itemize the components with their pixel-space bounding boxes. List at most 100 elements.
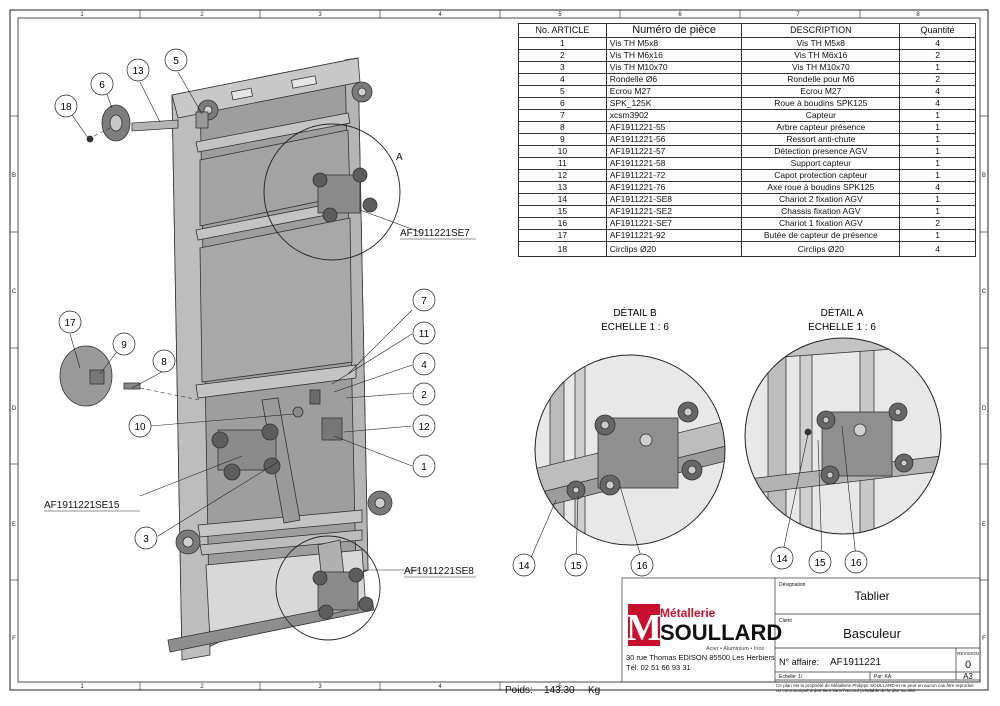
- col-label-bottom: 1: [80, 684, 84, 690]
- bom-cell-part-number: AF1911221-92: [605, 229, 743, 242]
- client-value: Basculeur: [843, 626, 901, 641]
- bom-cell-part-number: SPK_125K: [605, 97, 743, 110]
- item-balloons: 18 6 13 5 17 9 8 7 11 4 2 12 1 10 3: [54, 48, 436, 550]
- balloon-3: 3: [143, 534, 149, 545]
- detail-a-letter: A: [396, 152, 403, 163]
- bom-cell-description: Arbre capteur présence: [741, 121, 901, 134]
- client-label: Client: [779, 618, 792, 624]
- bom-cell-part-number: AF1911221-72: [605, 169, 743, 182]
- bom-cell-quantity: 1: [899, 157, 976, 170]
- cross-beam: [197, 509, 363, 538]
- cross-beam: [195, 112, 351, 153]
- balloon-4: 4: [421, 360, 427, 371]
- detail-a-scale: ECHELLE 1 : 6: [808, 322, 876, 333]
- bom-cell-description: Ressort anti-chute: [741, 133, 901, 146]
- echelle-value: Echelle: 1/: [779, 674, 803, 680]
- bom-cell-quantity: 2: [899, 217, 976, 230]
- balloon-detail-b-16: 16: [636, 561, 648, 572]
- bom-cell-description: Chariot 2 fixation AGV: [741, 193, 901, 206]
- detail-b-marker: [275, 535, 381, 641]
- bom-header-row: No. ARTICLE Numéro de pièce DESCRIPTION …: [518, 23, 976, 38]
- bom-cell-description: Vis TH M5x8: [741, 37, 901, 50]
- bom-cell-part-number: Rondelle Ø6: [605, 73, 743, 86]
- bom-cell-article: 4: [518, 73, 607, 86]
- ownership-notice: Ce plan est la propriété de Métallerie P…: [776, 683, 974, 693]
- flange-wheel: [175, 529, 201, 555]
- bom-cell-part-number: AF1911221-SE8: [605, 193, 743, 206]
- bom-cell-description: Circlips Ø20: [741, 241, 901, 257]
- balloon-11: 11: [419, 329, 430, 340]
- title-block: [621, 577, 981, 683]
- detail-b-view: DÉTAIL B ECHELLE 1 : 6: [534, 306, 726, 546]
- bom-cell-part-number: AF1911221-76: [605, 181, 743, 194]
- bom-cell-quantity: 4: [899, 97, 976, 110]
- bom-cell-part-number: Vis TH M5x8: [605, 37, 743, 50]
- balloon-5: 5: [173, 56, 179, 67]
- bom-cell-quantity: 1: [899, 109, 976, 122]
- outer-border: [9, 9, 989, 691]
- bom-cell-description: Capteur: [741, 109, 901, 122]
- bom-cell-quantity: 4: [899, 181, 976, 194]
- bom-cell-quantity: 1: [899, 133, 976, 146]
- balloon-detail-a-15: 15: [814, 558, 826, 569]
- weight-value: 143.30: [544, 685, 575, 696]
- bom-cell-quantity: 1: [899, 145, 976, 158]
- row-label: C: [982, 289, 987, 295]
- col-label-top: 8: [916, 12, 920, 18]
- exploded-axle-13: [131, 119, 179, 132]
- bom-cell-article: 12: [518, 169, 607, 182]
- balloon-detail-b-15: 15: [570, 561, 582, 572]
- bom-cell-article: 8: [518, 121, 607, 134]
- row-label: F: [12, 636, 16, 642]
- bom-cell-quantity: 2: [899, 73, 976, 86]
- bill-of-materials: No. ARTICLE Numéro de pièce DESCRIPTION …: [518, 23, 976, 257]
- col-label-bottom: 3: [318, 684, 322, 690]
- detail-a-view: DÉTAIL A ECHELLE 1 : 6: [744, 306, 942, 535]
- bom-cell-article: 17: [518, 229, 607, 242]
- bom-cell-part-number: AF1911221-SE2: [605, 205, 743, 218]
- bom-cell-quantity: 4: [899, 241, 976, 257]
- company-tagline: Acier • Aluminium • Inox: [706, 646, 765, 652]
- col-label-top: 4: [438, 12, 442, 18]
- bom-header-description: DESCRIPTION: [741, 23, 901, 38]
- bom-cell-article: 16: [518, 217, 607, 230]
- balloon-9: 9: [121, 340, 127, 351]
- designation-value: Tablier: [854, 589, 889, 603]
- bom-cell-part-number: AF1911221-57: [605, 145, 743, 158]
- col-label-top: 2: [200, 12, 204, 18]
- callout-se8: AF1911221SE8: [404, 566, 474, 577]
- main-assembly-view: [59, 57, 393, 661]
- bom-cell-part-number: xcsm3902: [605, 109, 743, 122]
- svg-text:M: M: [626, 607, 662, 649]
- bom-cell-article: 14: [518, 193, 607, 206]
- flange-wheel: [351, 81, 373, 103]
- callout-se7: AF1911221SE7: [400, 228, 470, 239]
- inner-panel: [199, 217, 353, 383]
- bom-cell-article: 6: [518, 97, 607, 110]
- company-phone: Tél. 02 51 66 93 31: [626, 663, 691, 672]
- bom-cell-quantity: 1: [899, 121, 976, 134]
- bom-header-quantity: Quantité: [899, 23, 976, 38]
- bom-cell-article: 9: [518, 133, 607, 146]
- bom-cell-description: Ecrou M27: [741, 85, 901, 98]
- bom-cell-quantity: 1: [899, 205, 976, 218]
- sensor-body: [309, 389, 321, 405]
- flange-wheel: [367, 490, 393, 516]
- weight-unit: Kg: [588, 685, 600, 696]
- bom-cell-description: Chassis fixation AGV: [741, 205, 901, 218]
- revision-value: 0: [965, 659, 971, 671]
- bom-cell-quantity: 4: [899, 37, 976, 50]
- callout-se15: AF1911221SE15: [44, 500, 120, 511]
- bom-cell-part-number: AF1911221-58: [605, 157, 743, 170]
